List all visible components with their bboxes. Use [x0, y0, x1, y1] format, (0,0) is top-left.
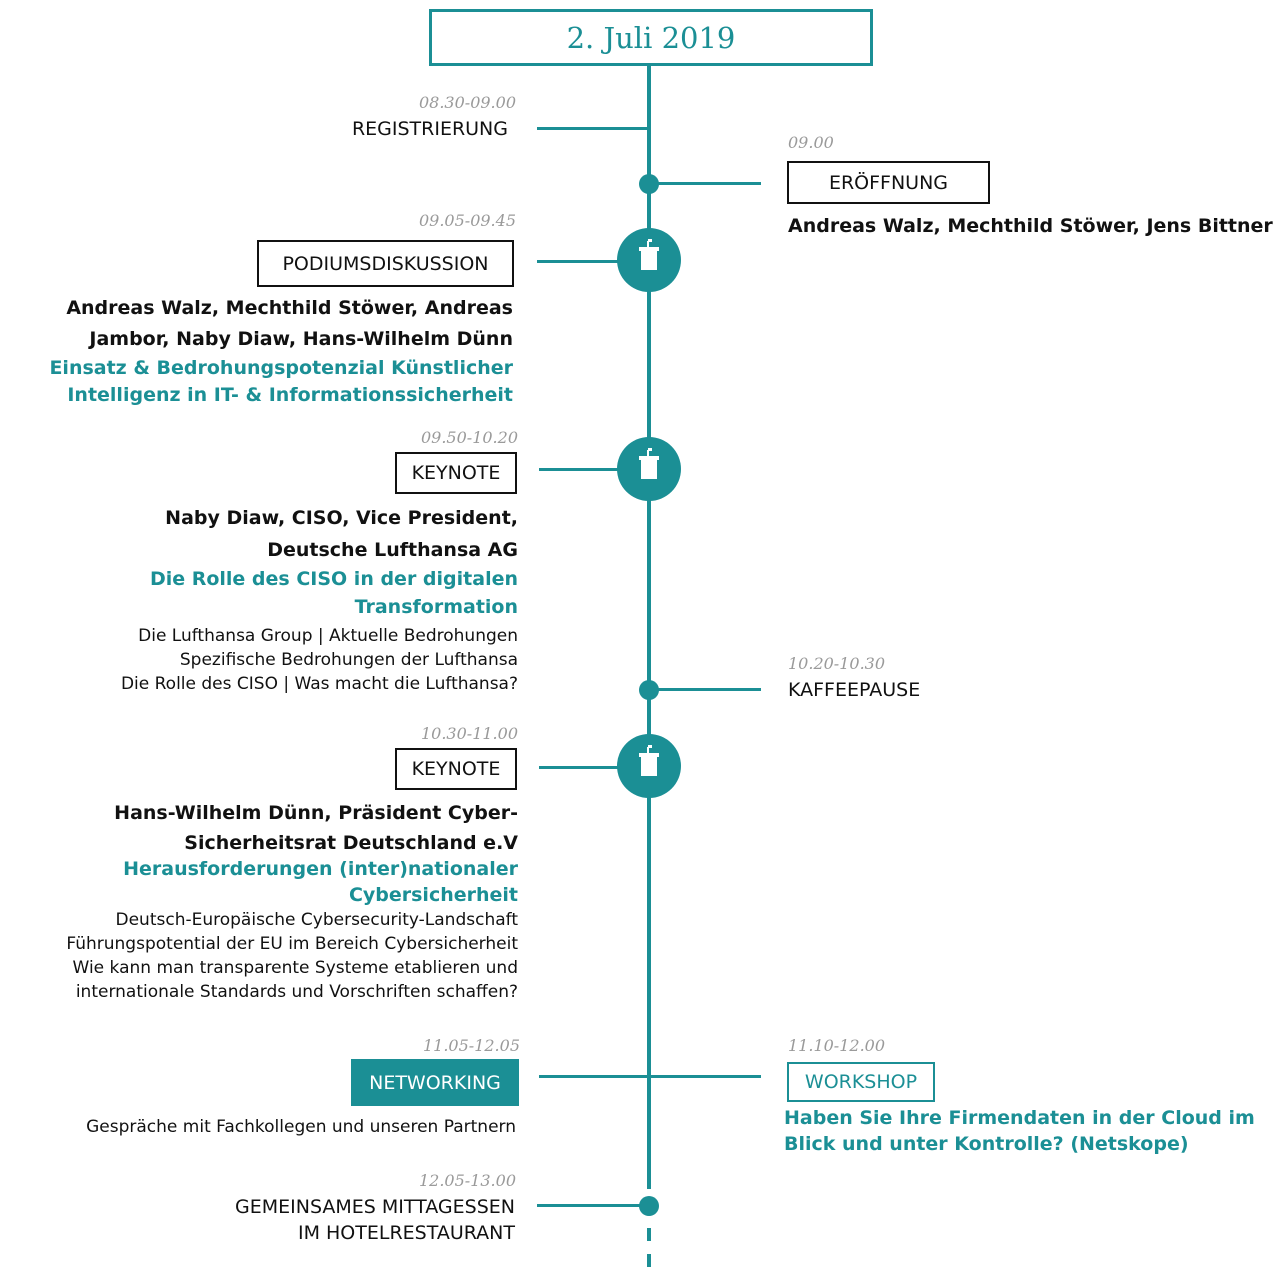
speakers-keynote1: Naby Diaw, CISO, Vice President, Deutsch…	[165, 502, 518, 566]
timeline-line	[647, 64, 651, 1176]
podium-icon	[639, 448, 659, 479]
box-keynote2: KEYNOTE	[395, 748, 517, 790]
label-mittagessen: GEMEINSAMES MITTAGESSEN IM HOTELRESTAURA…	[235, 1194, 515, 1246]
time-podium: 09.05-09.45	[418, 211, 516, 230]
topic-workshop: Haben Sie Ihre Firmendaten in der Cloud …	[784, 1105, 1255, 1157]
topic-podium-line2: Intelligenz in IT- & Informationssicherh…	[67, 384, 513, 406]
topic-keynote2-line2: Cybersicherheit	[348, 884, 518, 906]
box-networking: NETWORKING	[351, 1059, 519, 1106]
desc-keynote1: Die Lufthansa Group | Aktuelle Bedrohung…	[121, 624, 518, 696]
connector-keynote1	[539, 468, 649, 471]
label-mittagessen-line2: IM HOTELRESTAURANT	[297, 1222, 515, 1244]
label-kaffeepause: KAFFEEPAUSE	[788, 679, 921, 701]
topic-keynote2-line1: Herausforderungen (inter)nationaler	[123, 858, 518, 880]
desc-keynote2: Deutsch-Europäische Cybersecurity-Landsc…	[66, 908, 518, 1004]
topic-keynote2: Herausforderungen (inter)nationaler Cybe…	[123, 856, 518, 908]
speakers-keynote2-line2: Sicherheitsrat Deutschland e.V	[184, 832, 518, 854]
box-eroeffnung: ERÖFFNUNG	[787, 161, 990, 204]
connector-keynote2	[539, 766, 649, 769]
speakers-eroeffnung: Andreas Walz, Mechthild Stöwer, Jens Bit…	[788, 215, 1273, 237]
node-podium	[617, 228, 681, 292]
label-registrierung: REGISTRIERUNG	[351, 118, 508, 140]
topic-workshop-line2: Blick und unter Kontrolle? (Netskope)	[784, 1133, 1189, 1155]
podium-icon	[639, 239, 659, 270]
time-keynote1: 09.50-10.20	[420, 428, 518, 447]
label-keynote2: KEYNOTE	[411, 758, 501, 780]
time-workshop: 11.10-12.00	[788, 1036, 886, 1055]
podium-icon	[639, 745, 659, 776]
timeline-dashes	[647, 1176, 651, 1275]
box-podiumsdiskussion: PODIUMSDISKUSSION	[257, 240, 514, 287]
desc-keynote2-line1: Deutsch-Europäische Cybersecurity-Landsc…	[115, 910, 519, 930]
speakers-keynote2-line1: Hans-Wilhelm Dünn, Präsident Cyber-	[114, 802, 518, 824]
date-header: 2. Juli 2019	[429, 9, 873, 66]
time-networking: 11.05-12.05	[422, 1036, 520, 1055]
connector-registrierung	[537, 127, 649, 130]
speakers-podium-line1: Andreas Walz, Mechthild Stöwer, Andreas	[66, 297, 513, 319]
topic-keynote1: Die Rolle des CISO in der digitalen Tran…	[150, 565, 518, 621]
topic-podium-line1: Einsatz & Bedrohungspotenzial Künstliche…	[49, 357, 513, 379]
node-keynote2	[617, 734, 681, 798]
connector-kaffeepause	[649, 688, 761, 691]
time-eroeffnung: 09.00	[788, 133, 834, 152]
label-workshop: WORKSHOP	[804, 1071, 918, 1093]
topic-keynote1-line1: Die Rolle des CISO in der digitalen	[149, 568, 518, 590]
node-mittagessen	[639, 1196, 659, 1216]
desc-keynote2-line3: Wie kann man transparente Systeme etabli…	[72, 958, 518, 978]
time-keynote2: 10.30-11.00	[420, 724, 518, 743]
node-keynote1	[617, 437, 681, 501]
desc-keynote1-line2: Spezifische Bedrohungen der Lufthansa	[179, 650, 518, 670]
desc-networking: Gespräche mit Fachkollegen und unseren P…	[86, 1117, 516, 1137]
time-registrierung: 08.30-09.00	[418, 93, 516, 112]
connector-podium	[537, 260, 649, 263]
speakers-podium: Andreas Walz, Mechthild Stöwer, Andreas …	[66, 293, 513, 355]
box-keynote1: KEYNOTE	[395, 452, 517, 494]
connector-networking	[539, 1075, 761, 1078]
speakers-keynote1-line1: Naby Diaw, CISO, Vice President,	[165, 507, 518, 529]
desc-keynote2-line4: internationale Standards und Vorschrifte…	[75, 982, 518, 1002]
label-networking: NETWORKING	[369, 1071, 501, 1094]
topic-keynote1-line2: Transformation	[354, 596, 518, 618]
connector-eroeffnung	[649, 182, 761, 185]
label-mittagessen-line1: GEMEINSAMES MITTAGESSEN	[235, 1196, 515, 1218]
date-text: 2. Juli 2019	[566, 20, 736, 55]
speakers-keynote2: Hans-Wilhelm Dünn, Präsident Cyber- Sich…	[114, 798, 518, 858]
topic-workshop-line1: Haben Sie Ihre Firmendaten in der Cloud …	[784, 1107, 1255, 1129]
label-podiumsdiskussion: PODIUMSDISKUSSION	[282, 252, 489, 275]
desc-keynote1-line3: Die Rolle des CISO | Was macht die Lufth…	[120, 674, 518, 694]
label-keynote1: KEYNOTE	[411, 462, 501, 484]
time-kaffeepause: 10.20-10.30	[788, 654, 886, 673]
topic-podium: Einsatz & Bedrohungspotenzial Künstliche…	[49, 355, 513, 409]
speakers-keynote1-line2: Deutsche Lufthansa AG	[267, 539, 518, 561]
desc-keynote2-line2: Führungspotential der EU im Bereich Cybe…	[66, 934, 518, 954]
connector-mittagessen	[537, 1204, 649, 1207]
speakers-podium-line2: Jambor, Naby Diaw, Hans-Wilhelm Dünn	[89, 328, 513, 350]
desc-keynote1-line1: Die Lufthansa Group | Aktuelle Bedrohung…	[138, 626, 518, 646]
time-mittagessen: 12.05-13.00	[418, 1171, 516, 1190]
label-eroeffnung: ERÖFFNUNG	[828, 171, 949, 194]
box-workshop: WORKSHOP	[787, 1062, 935, 1102]
